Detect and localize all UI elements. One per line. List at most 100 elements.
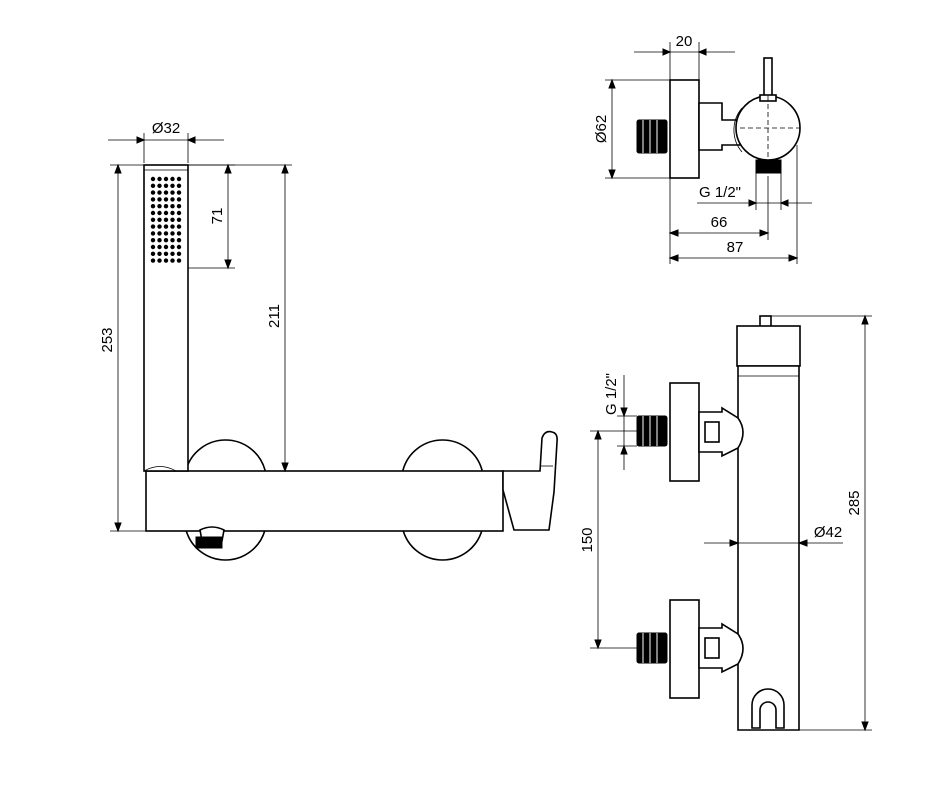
spray-dot — [170, 190, 175, 195]
spray-dot — [176, 204, 182, 209]
spray-dot — [170, 176, 175, 182]
spray-dot — [150, 190, 156, 195]
spray-dot — [176, 244, 182, 250]
dim-spray-height: 71 — [188, 163, 235, 270]
spray-dot — [170, 183, 175, 188]
mixer-body-bar — [145, 470, 504, 532]
spray-dot — [170, 224, 175, 229]
spray-dot — [157, 204, 162, 209]
dim-label-g12-side: G 1/2" — [699, 184, 741, 201]
dim-flange-diameter: Ø62 — [593, 78, 670, 180]
spray-dot — [170, 238, 175, 243]
spray-dot — [163, 183, 169, 188]
front-top-cap — [736, 325, 801, 367]
spray-dot — [170, 204, 175, 209]
spray-dot — [163, 210, 169, 216]
dim-body-height: 285 — [771, 314, 872, 732]
spray-dot — [150, 204, 156, 209]
front-lower-inlet — [636, 632, 668, 664]
hand-shower-body — [143, 164, 189, 472]
spray-dot — [163, 251, 169, 256]
dim-flange-width: 20 — [634, 33, 735, 80]
dim-label-d42: Ø42 — [814, 524, 842, 541]
front-view: G 1/2" 150 Ø42 285 — [579, 314, 872, 732]
spray-dot — [176, 176, 182, 182]
dim-label-66: 66 — [711, 214, 728, 231]
dim-label-71: 71 — [209, 208, 226, 225]
dim-connection-spacing: 150 — [579, 429, 637, 650]
side-view: 20 Ø62 G 1/2" 66 — [593, 33, 812, 264]
left-view-mixer-with-hand-shower: Ø32 71 211 253 — [99, 120, 558, 561]
spray-dot — [163, 244, 169, 250]
spray-dot — [170, 258, 175, 263]
dim-hand-shower-diameter: Ø32 — [108, 120, 224, 163]
spray-dot — [176, 197, 182, 202]
spray-dot — [163, 204, 169, 209]
spray-dot — [157, 231, 162, 236]
spray-dot — [176, 210, 182, 216]
spray-dot — [176, 224, 182, 229]
spray-dot — [176, 251, 182, 256]
spray-dot — [150, 244, 156, 250]
spray-dot — [157, 224, 162, 229]
dim-label-253: 253 — [99, 327, 116, 352]
spray-dot — [170, 231, 175, 236]
dim-label-d32: Ø32 — [152, 120, 180, 137]
spray-dot — [170, 217, 175, 222]
spray-dot — [170, 251, 175, 256]
spray-dot — [176, 238, 182, 243]
spray-dot — [150, 251, 156, 256]
spray-dot — [163, 258, 169, 263]
dim-label-285: 285 — [846, 490, 863, 515]
spray-dot — [163, 231, 169, 236]
spray-dot — [157, 244, 162, 250]
spray-dot — [163, 224, 169, 229]
spray-dot — [157, 251, 162, 256]
dim-depth-66: 66 — [668, 178, 770, 264]
dim-label-20: 20 — [676, 33, 693, 50]
dim-label-g12-front: G 1/2" — [603, 373, 620, 415]
front-outlet-hook — [751, 688, 785, 729]
spray-dot — [170, 197, 175, 202]
side-lever-stem — [763, 57, 773, 99]
spray-dot — [157, 183, 162, 188]
dim-front-thread: G 1/2" — [603, 373, 637, 470]
dim-label-211: 211 — [266, 304, 283, 328]
spray-dot — [157, 176, 162, 182]
spray-dot — [163, 190, 169, 195]
dim-body-diameter: Ø42 — [704, 524, 843, 547]
spray-dot — [157, 190, 162, 195]
spray-dot — [150, 238, 156, 243]
spray-dot — [176, 231, 182, 236]
spray-dot — [157, 210, 162, 216]
dim-depth-87: 87 — [668, 145, 799, 264]
spray-dot — [157, 217, 162, 222]
spray-dot — [170, 210, 175, 216]
spray-dot — [157, 238, 162, 243]
spray-dot — [150, 176, 156, 182]
outlet-aerator — [195, 536, 223, 549]
spray-dot — [157, 197, 162, 202]
spray-dot — [150, 183, 156, 188]
spray-dot — [163, 217, 169, 222]
side-inlet-connector — [636, 119, 668, 154]
spray-dot — [176, 183, 182, 188]
spray-dot — [150, 258, 156, 263]
spray-dot — [163, 197, 169, 202]
spray-dot — [150, 217, 156, 222]
dim-total-height: 253 — [99, 163, 146, 533]
spray-dot — [157, 258, 162, 263]
dim-side-thread: G 1/2" — [697, 173, 812, 210]
spray-dot — [170, 244, 175, 250]
spray-nozzle-dots — [150, 176, 182, 263]
spray-dot — [150, 231, 156, 236]
front-upper-flange — [669, 382, 700, 482]
dim-label-87: 87 — [727, 239, 744, 256]
side-wall-flange — [669, 79, 700, 179]
spray-dot — [163, 176, 169, 182]
dim-label-150: 150 — [579, 527, 596, 552]
spray-dot — [163, 238, 169, 243]
dim-hand-shower-length: 211 — [188, 163, 292, 473]
spray-dot — [150, 224, 156, 229]
